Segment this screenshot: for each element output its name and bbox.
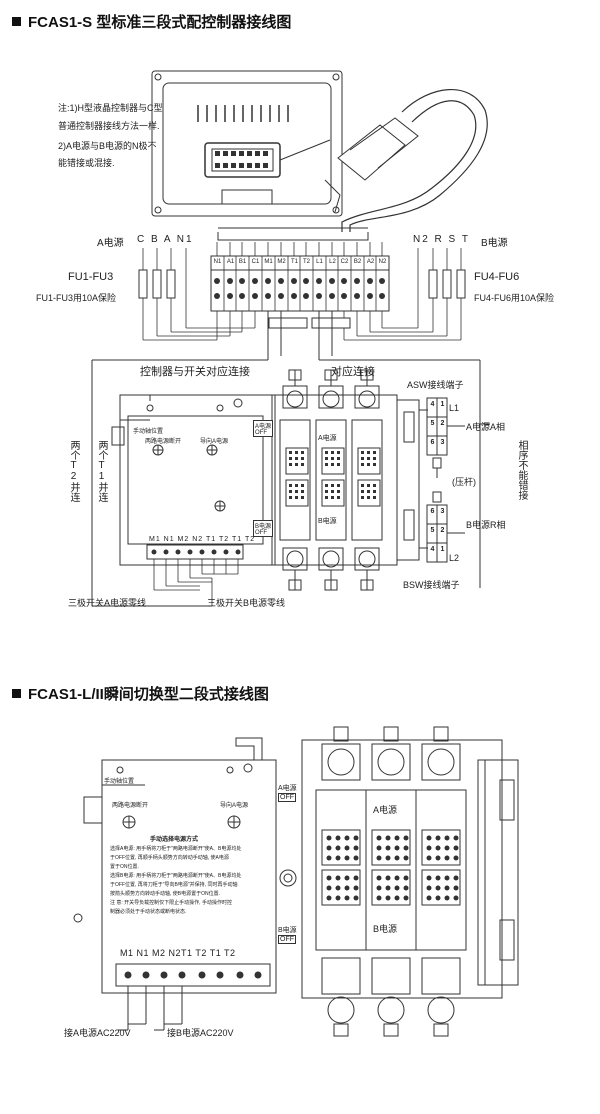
a-off-box-2: OFF — [278, 793, 296, 802]
a-source-module-label-2: A电源 — [373, 803, 398, 816]
manual-mode-line: 选择A电源: 用手柄将刀柜于"两路电源断开"使A、B电源均处 — [110, 846, 242, 852]
b-source-module-label: B电源 — [318, 516, 337, 526]
terminal-label: N1 — [213, 259, 222, 265]
phase-seq-label: 相序不能错接 — [516, 440, 527, 500]
manual-mode-line: 于OFF位置, 再顺手柄头顺势方向转动手动轴, 使A电源 — [110, 855, 229, 861]
controller-face — [162, 82, 332, 205]
fu-left-label: FU1-FU3 — [68, 271, 114, 283]
asw-pin: 3 — [440, 439, 445, 446]
asw-label: ASW接线端子 — [407, 380, 464, 390]
manual-mode-line: 制器必须处于手动状态或断电状态. — [110, 909, 187, 915]
bullet-square-icon — [12, 689, 21, 698]
guide-a-label-2: 导向A电源 — [220, 803, 249, 809]
asw-pin: 2 — [440, 420, 445, 427]
a-phase-labels: C B A N1 — [137, 234, 194, 245]
note-line-3: 2)A电源与B电源的N极不 — [58, 141, 157, 151]
b-source-off-label-2: B电源 — [278, 927, 297, 934]
l2-label: L2 — [449, 553, 460, 563]
three-pole-a-label: 三极开关A电源零线 — [68, 598, 147, 608]
ctrl-terminal-labels: M1 N1 M2 N2 T1 T2 T1 T2 — [149, 536, 256, 543]
bsw-pin: 4 — [430, 546, 435, 553]
bsw-pin: 1 — [440, 546, 445, 553]
terminal-label: C1 — [251, 259, 260, 265]
manual-pos-label: 手动轴位置 — [133, 429, 164, 435]
manual-mode-line: 按箭头顺势方向转动手动轴, 使B电源置于ON位置. — [110, 891, 221, 897]
two-sources-off-label-2: 两路电源断开 — [112, 803, 149, 809]
manual-mode-title: 手动选择电源方式 — [150, 837, 199, 843]
manual-pos-label-2: 手动轴位置 — [104, 779, 135, 785]
a-source-label: A电源 — [97, 238, 124, 249]
two-sources-off-label: 两路电源断开 — [145, 439, 182, 445]
t2-parallel-label: 两个T2并连 — [68, 440, 79, 502]
bsw-pin: 2 — [440, 527, 445, 534]
bsw-pin: 3 — [440, 508, 445, 515]
fu-left-note: FU1-FU3用10A保险 — [36, 293, 117, 303]
corresponding-label: 对应连接 — [331, 366, 375, 378]
bsw-pin: 6 — [430, 508, 435, 515]
b-phase-r-label: B电源R相 — [466, 520, 506, 530]
connect-a-label: 接A电源AC220V — [64, 1028, 131, 1038]
fu-right-label: FU4-FU6 — [474, 271, 520, 283]
terminal-label: T1 — [290, 259, 298, 265]
terminal-label: A2 — [366, 259, 375, 265]
a-source-module-label: A电源 — [318, 433, 337, 443]
guide-a-label: 导向A电源 — [200, 439, 229, 445]
a-phase-a-label: A电源A相 — [466, 422, 506, 432]
bullet-square-icon — [12, 17, 21, 26]
terminal-label: A1 — [226, 259, 235, 265]
manual-mode-line: 于OFF位置, 再将刀柜于"导向B电源"并保持, 同时再手动轴 — [110, 882, 238, 888]
note-line-4: 能错接或混接. — [58, 158, 115, 168]
l1-label: L1 — [449, 403, 460, 413]
terminal-label: L2 — [329, 259, 336, 265]
terminal-label: L1 — [316, 259, 323, 265]
terminal-label: M2 — [277, 259, 286, 265]
controller-panel — [151, 70, 343, 217]
note-line-2: 普通控制器接线方法一样. — [58, 121, 160, 131]
b-phase-labels: N2 R S T — [413, 234, 470, 245]
manual-mode-line: 选择B电源: 用手柄将刀柜于"两路电源断开"使A、B电源均处 — [110, 873, 242, 879]
bsw-label: BSW接线端子 — [403, 580, 460, 590]
terminal-label: C2 — [340, 259, 349, 265]
terminal-label: B1 — [238, 259, 247, 265]
a-source-off-label-2: A电源 — [278, 785, 297, 792]
b-source-label: B电源 — [481, 238, 508, 249]
terminal-label: T2 — [302, 259, 310, 265]
asw-pin: 1 — [440, 401, 445, 408]
terminal-label: B2 — [353, 259, 362, 265]
bsw-pin: 5 — [430, 527, 435, 534]
asw-pin: 4 — [430, 401, 435, 408]
lever-label: (压杆) — [452, 477, 476, 487]
asw-pin: 6 — [430, 439, 435, 446]
fu-right-note: FU4-FU6用10A保险 — [474, 293, 555, 303]
controller-switch-label: 控制器与开关对应连接 — [140, 366, 250, 378]
manual-mode-line: 置于ON位置. — [110, 864, 139, 870]
manual-mode-line: 注 意: 开关导负载控制仅下限止手动操作, 手动操作时控 — [110, 900, 232, 906]
three-pole-b-label: 三极开关B电源零线 — [207, 598, 286, 608]
connect-b-label: 接B电源AC220V — [167, 1028, 234, 1038]
b-source-module-label-2: B电源 — [373, 922, 398, 935]
section2-title: FCAS1-L/II瞬间切换型二段式接线图 — [12, 683, 269, 704]
section1-title: FCAS1-S 型标准三段式配控制器接线图 — [12, 11, 291, 32]
b-off-box-2: OFF — [278, 935, 296, 944]
t1-parallel-label: 两个T1并连 — [96, 440, 107, 502]
terminal-label: M1 — [264, 259, 273, 265]
asw-pin: 5 — [430, 420, 435, 427]
note-line-1: 注:1)H型液晶控制器与C型 — [58, 103, 163, 113]
terminal-labels-2: M1 N1 M2 N2T1 T2 T1 T2 — [120, 948, 236, 958]
terminal-label: N2 — [378, 259, 387, 265]
